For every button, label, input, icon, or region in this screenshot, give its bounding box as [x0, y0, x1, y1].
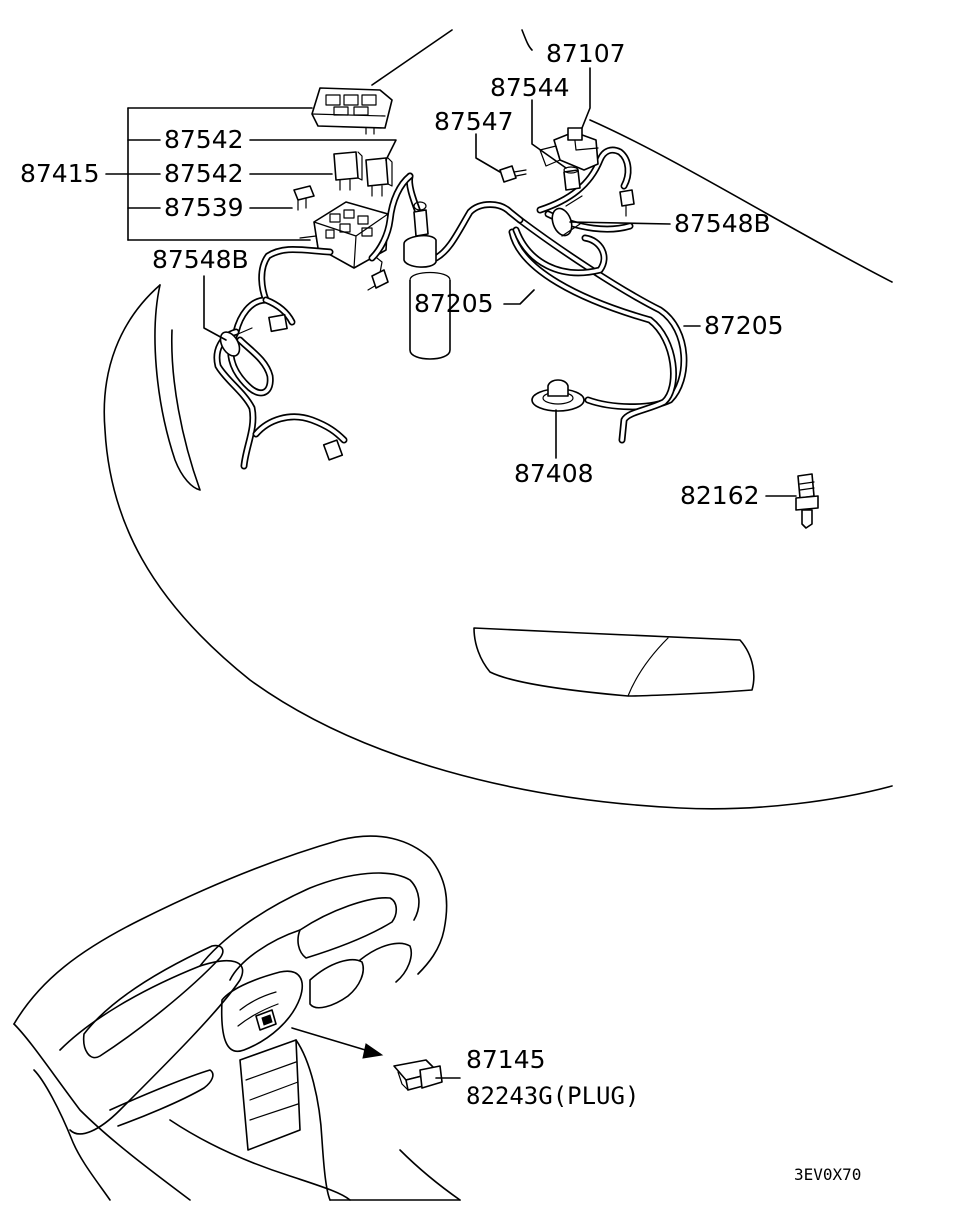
sensor-82162	[795, 473, 819, 529]
label-87415: 87415	[20, 159, 100, 188]
dashboard-outline	[13, 835, 461, 1201]
label-82243g-plug: 82243G(PLUG)	[466, 1082, 639, 1110]
relay-box-cover	[311, 87, 393, 135]
label-87548b-left: 87548B	[152, 245, 249, 274]
fuse-87539	[293, 185, 315, 211]
screw-87547	[499, 165, 527, 183]
label-87107: 87107	[546, 39, 626, 68]
car-body-outline	[103, 29, 893, 810]
label-87547: 87547	[434, 107, 514, 136]
label-87205-right: 87205	[704, 311, 784, 340]
switch-plug-82243g	[393, 1059, 443, 1091]
switch-callout-arrow	[291, 1027, 384, 1059]
relay-87542-b	[365, 157, 393, 197]
bracket-87107	[539, 127, 599, 171]
label-87539: 87539	[164, 193, 244, 222]
hose-harness	[213, 146, 688, 470]
leader-lines	[105, 67, 797, 1079]
label-87542-b: 87542	[164, 159, 244, 188]
valve-87544	[563, 166, 581, 191]
dash-switch-87145	[255, 1009, 277, 1031]
label-87544: 87544	[490, 73, 570, 102]
reference-code: 3EV0X70	[794, 1165, 861, 1184]
part-labels: 87107 87544 87547 87542 87415 87542 8753…	[20, 39, 861, 1184]
clamp-87548b-left	[219, 327, 253, 357]
washer-canister	[403, 201, 451, 360]
grommet-87408	[531, 379, 585, 412]
clamp-87548b-right	[551, 195, 583, 237]
label-87205-center: 87205	[414, 289, 494, 318]
label-87145: 87145	[466, 1045, 546, 1074]
label-82162: 82162	[680, 481, 760, 510]
wiring-connectors	[268, 189, 635, 461]
label-87408: 87408	[514, 459, 594, 488]
relay-87542-a	[333, 151, 363, 191]
label-87542-a: 87542	[164, 125, 244, 154]
label-87548b-right: 87548B	[674, 209, 771, 238]
